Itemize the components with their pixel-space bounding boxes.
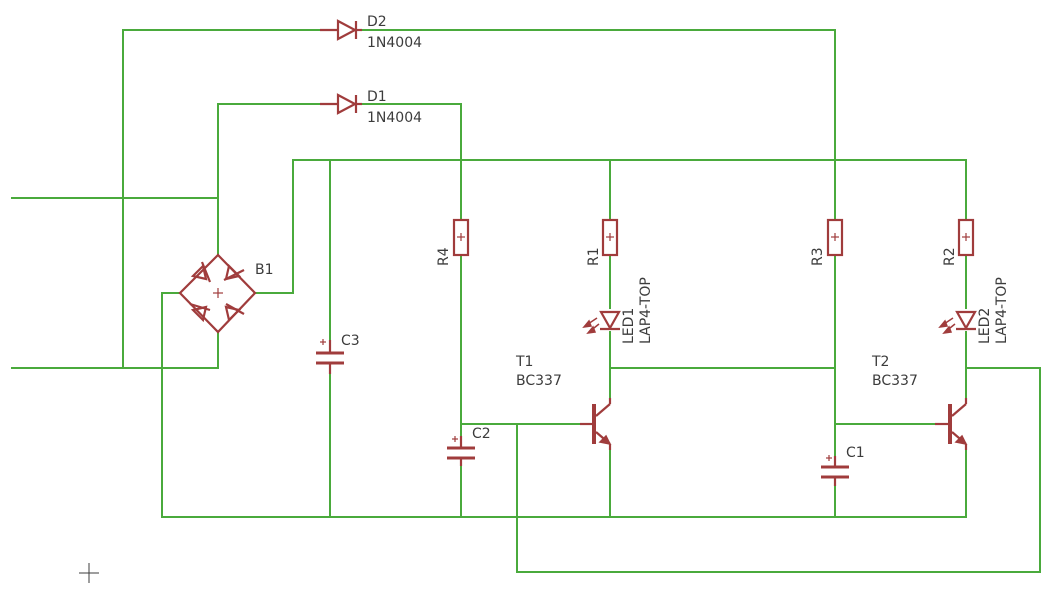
led1-name-label: LED1	[621, 308, 637, 344]
diode-d1: D1 1N4004	[320, 89, 422, 126]
t2-name-label: T2	[871, 354, 889, 370]
diode-d2: D2 1N4004	[320, 14, 422, 51]
c3-name-label: C3	[341, 333, 360, 349]
wire-bridge-minus	[161, 292, 967, 518]
led2-name-label: LED2	[977, 308, 993, 344]
wire-d2-anode	[122, 29, 321, 369]
wire-d2-cathode	[361, 29, 836, 221]
r4-name-label: R4	[436, 247, 452, 266]
r2-name-label: R2	[942, 247, 958, 266]
led1-value-label: LAP4-TOP	[638, 277, 654, 344]
r3-name-label: R3	[810, 247, 826, 266]
t2-value-label: BC337	[872, 373, 918, 389]
wire-cross-loop	[516, 367, 1041, 573]
capacitor-c3: C3	[316, 333, 360, 374]
resistor-r1: R1	[586, 218, 619, 266]
d1-name-label: D1	[367, 89, 387, 105]
d1-value-label: 1N4004	[367, 110, 422, 126]
transistor-t1: T1 BC337	[515, 354, 612, 450]
t1-name-label: T1	[515, 354, 533, 370]
d2-value-label: 1N4004	[367, 35, 422, 51]
led-led2: LED2 LAP4-TOP	[938, 277, 1010, 344]
origin-crosshair-icon	[79, 563, 99, 583]
wire-d1-cathode	[361, 103, 462, 221]
t1-value-label: BC337	[516, 373, 562, 389]
r1-name-label: R1	[586, 247, 602, 266]
transistor-t2: T2 BC337	[871, 354, 968, 450]
led2-value-label: LAP4-TOP	[994, 277, 1010, 344]
capacitor-c2: C2	[447, 426, 491, 466]
resistor-r2: R2	[942, 218, 975, 266]
d2-name-label: D2	[367, 14, 387, 30]
resistor-r4: R4	[436, 218, 470, 266]
c2-name-label: C2	[472, 426, 491, 442]
led-led1: LED1 LAP4-TOP	[582, 277, 654, 344]
resistor-r3: R3	[810, 218, 844, 266]
bridge-rectifier-b1: B1	[178, 253, 274, 334]
c1-name-label: C1	[846, 445, 865, 461]
wire-d1-anode	[217, 103, 321, 199]
b1-name-label: B1	[255, 262, 274, 278]
wires	[11, 29, 1041, 573]
capacitor-c1: C1	[821, 445, 865, 486]
wire-bridge-plus	[254, 159, 967, 294]
